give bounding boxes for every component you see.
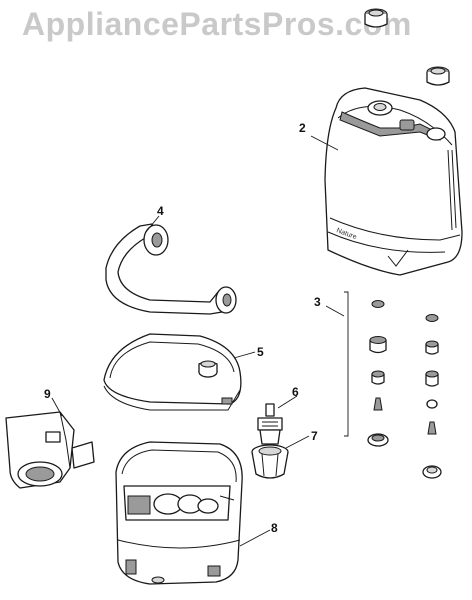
callout-9: 9 [44,387,51,401]
callout-8: 8 [271,521,278,535]
part-6-valve [257,403,283,445]
part-5-lid [103,333,242,411]
callout-3: 3 [314,295,321,309]
part-9-nozzle [5,411,95,489]
leader-5 [233,351,256,359]
leader-9 [51,397,63,417]
callout-2: 2 [299,121,306,135]
callout-6: 6 [292,385,299,399]
callout-5: 5 [257,345,264,359]
leader-2 [310,135,339,151]
callout-7: 7 [311,429,318,443]
leader-7 [285,435,310,449]
leader-3 [325,305,345,317]
part-3-seal-kit [344,291,442,479]
part-4-handle [105,223,237,315]
part-8-base [115,441,243,585]
top-cap-2 [426,66,450,86]
part-2-tank: Nature [324,87,463,276]
leader-4 [145,215,160,233]
part-7-float-cage [251,444,289,479]
leader-6 [277,395,298,409]
leader-8 [239,529,271,547]
top-cap-1 [364,8,388,28]
watermark: AppliancePartsPros.com [22,6,412,42]
callout-4: 4 [157,204,164,218]
